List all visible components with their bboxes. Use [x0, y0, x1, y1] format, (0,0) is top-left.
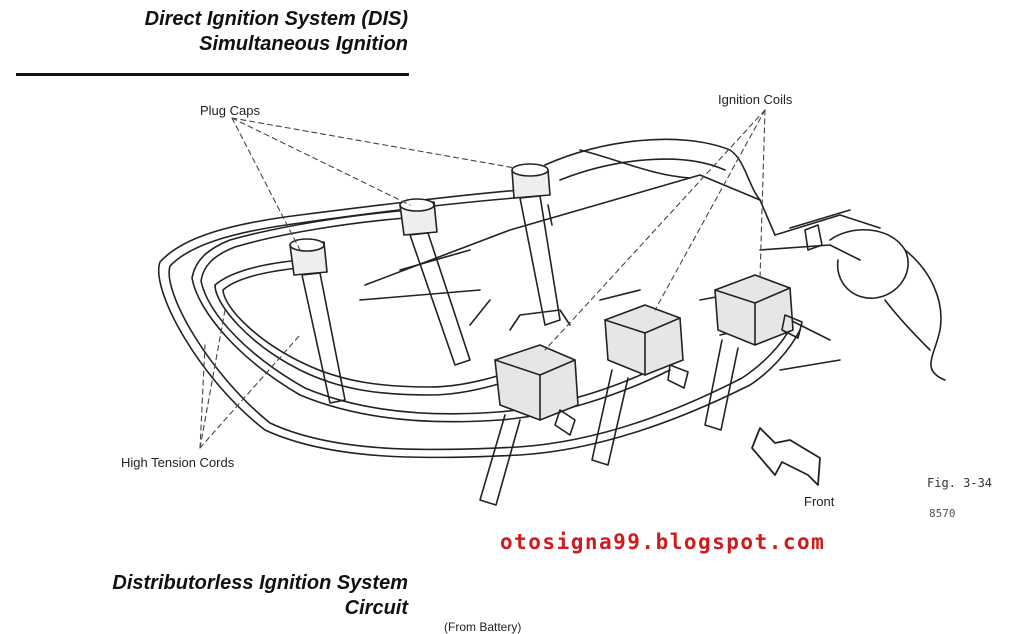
diagram-title: Direct Ignition System (DIS) Simultaneou…	[145, 7, 408, 57]
section-heading-line-2: Circuit	[344, 597, 408, 619]
figure-number: Fig. 3-34	[927, 476, 993, 490]
cut-off-caption: (From Battery)	[444, 620, 522, 634]
ignition-coils-label: Ignition Coils	[718, 92, 793, 107]
section-heading: Distributorless Ignition System Circuit	[112, 571, 408, 621]
front-label: Front	[804, 494, 835, 509]
high-tension-cords-label: High Tension Cords	[121, 455, 235, 470]
title-divider	[16, 73, 409, 76]
section-heading-line-1: Distributorless Ignition System	[112, 572, 408, 594]
figure-code: 8570	[929, 507, 956, 520]
title-line-1: Direct Ignition System (DIS)	[144, 8, 408, 30]
ignition-coils-drawing	[479, 274, 803, 506]
high-tension-cords-drawing	[157, 189, 801, 459]
title-line-2: Simultaneous Ignition	[199, 33, 408, 55]
blog-watermark: otosigna99.blogspot.com	[500, 530, 826, 554]
engine-cover-drawing	[359, 138, 946, 381]
plug-caps-label: Plug Caps	[200, 103, 260, 118]
leader-lines	[199, 109, 766, 449]
front-arrow	[751, 427, 821, 486]
